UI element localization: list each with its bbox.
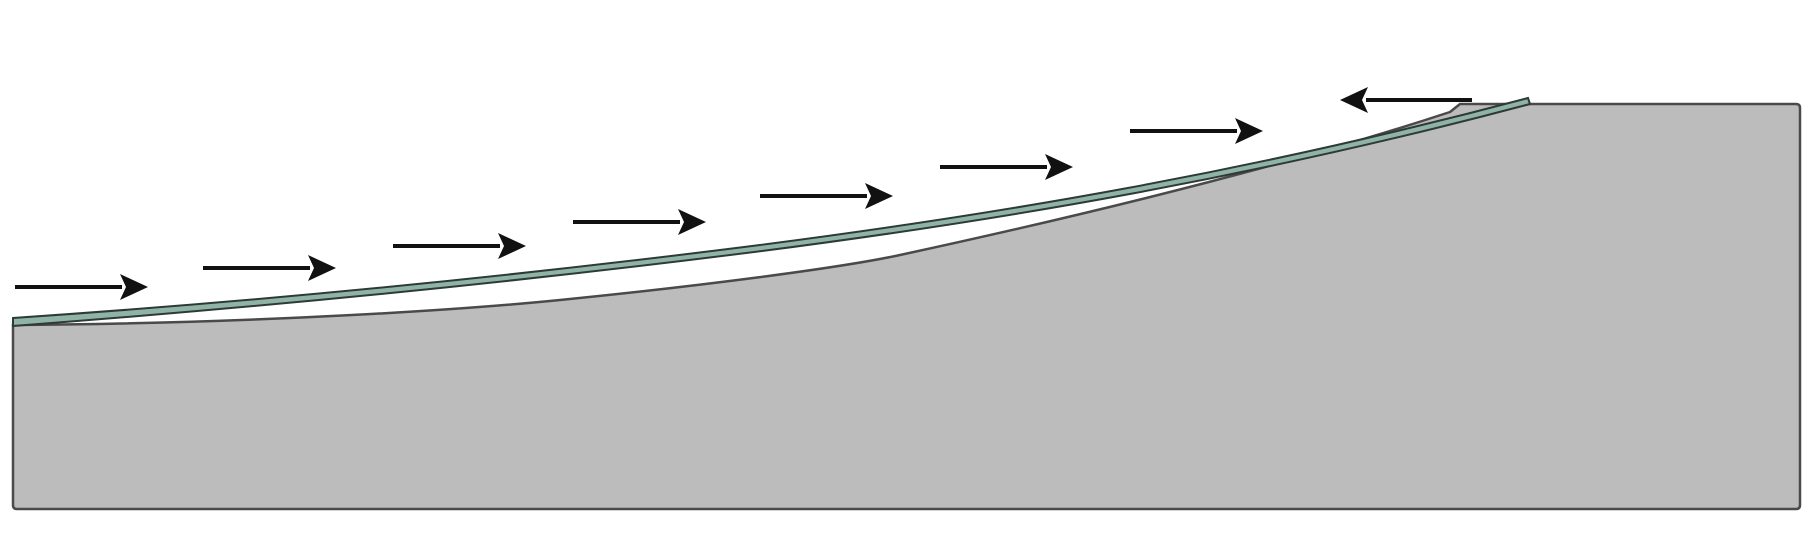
arrow-head <box>308 255 336 281</box>
arrow-right-4 <box>573 209 706 235</box>
arrow-right-2 <box>203 255 336 281</box>
arrow-head <box>1340 87 1368 113</box>
arrow-head <box>1235 118 1263 144</box>
arrow-right-5 <box>760 183 893 209</box>
force-arrows <box>15 87 1472 300</box>
arrow-head <box>1045 154 1073 180</box>
curved-substrate <box>11 102 1802 511</box>
arrow-head <box>498 233 526 259</box>
arrow-head <box>120 274 148 300</box>
arrow-left-8 <box>1340 87 1472 113</box>
arrow-right-6 <box>940 154 1073 180</box>
arrow-right-7 <box>1130 118 1263 144</box>
arrow-head <box>865 183 893 209</box>
arrow-head <box>678 209 706 235</box>
arrow-right-3 <box>393 233 526 259</box>
deflected-beam <box>12 96 1532 328</box>
arrow-right-1 <box>15 274 148 300</box>
